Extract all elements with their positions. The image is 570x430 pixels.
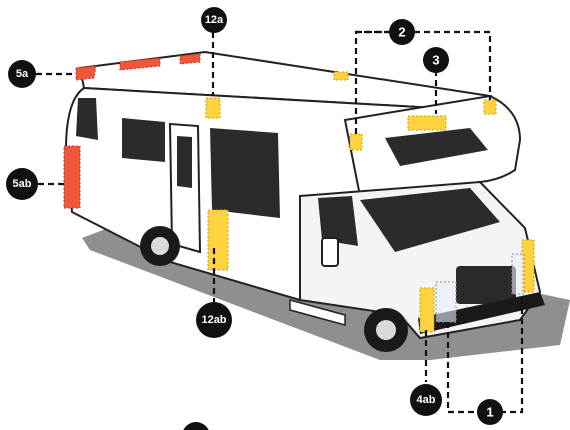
callout-3: 3 <box>423 47 449 73</box>
callout-1: 1 <box>477 399 503 425</box>
callout-4ab-label: 4ab <box>417 394 436 406</box>
callout-5a: 5a <box>8 60 36 88</box>
zone-12ab <box>208 210 228 270</box>
zone-2-right <box>484 100 496 114</box>
side-mirror <box>322 238 338 266</box>
front-wheel <box>364 308 408 352</box>
zone-1-left <box>436 282 456 322</box>
zone-1-right <box>512 254 524 294</box>
callout-5ab-label: 5ab <box>13 178 32 190</box>
callout-3-label: 3 <box>432 53 439 68</box>
callout-1-label: 1 <box>486 405 493 420</box>
side-window-2 <box>210 128 280 218</box>
roof-marker-rear <box>76 66 96 80</box>
callout-2-label: 2 <box>398 25 405 40</box>
grille <box>456 266 516 304</box>
door-window <box>177 136 192 188</box>
zone-5ab <box>64 146 80 208</box>
side-window-1 <box>122 118 165 162</box>
zone-4ab-left <box>420 288 434 332</box>
callout-2: 2 <box>389 19 415 45</box>
zone-roof-marker <box>334 72 348 80</box>
callout-12a-label: 12a <box>205 14 224 26</box>
callout-12ab: 12ab <box>196 302 232 338</box>
rear-window <box>76 98 98 140</box>
cropped-callout-badge <box>182 422 210 430</box>
zone-12a-roof <box>206 98 220 118</box>
callout-12a: 12a <box>201 7 227 33</box>
callout-4ab: 4ab <box>410 384 442 416</box>
callout-12ab-label: 12ab <box>201 314 226 326</box>
zone-3 <box>408 116 446 130</box>
zone-2-left <box>350 134 362 150</box>
rear-wheel <box>140 226 180 266</box>
callout-5a-label: 5a <box>16 68 29 80</box>
callout-5ab: 5ab <box>6 168 38 200</box>
